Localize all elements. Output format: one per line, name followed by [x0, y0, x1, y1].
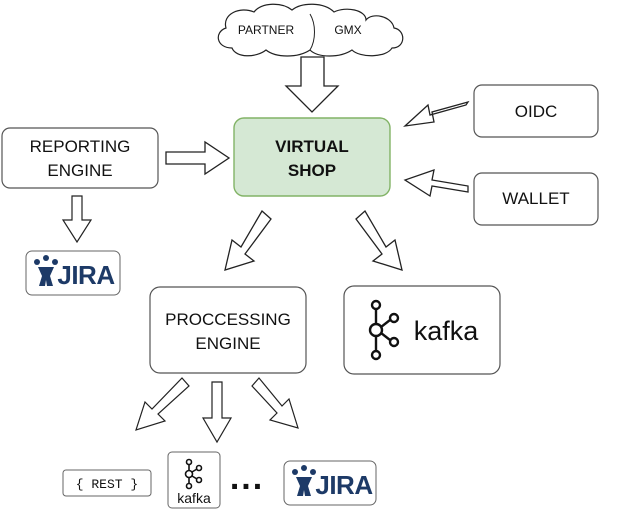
- rest-logo: { REST }: [62, 469, 152, 497]
- oidc-node: OIDC: [473, 84, 599, 138]
- arrow-icon: [251, 377, 299, 429]
- reporting-engine-line-1: REPORTING: [30, 137, 131, 156]
- partner-label: PARTNER: [238, 23, 295, 37]
- wallet-label: WALLET: [502, 189, 569, 208]
- arrow-icon: [135, 377, 190, 431]
- processing-engine-node: PROCCESSING ENGINE: [149, 286, 307, 374]
- kafka-small-logo: kafka: [167, 451, 221, 509]
- arrow-icon: [403, 169, 469, 198]
- jira-logo-bottom: JIRA: [283, 460, 377, 506]
- arrow-icon: [403, 100, 470, 127]
- wallet-node: WALLET: [473, 172, 599, 226]
- arrow-icon: [224, 209, 272, 271]
- partner-gmx-cloud: PARTNER GMX: [217, 3, 404, 57]
- arrow-icon: [61, 195, 93, 244]
- jira-bottom-label: JIRA: [315, 470, 373, 500]
- arrow-icon: [284, 56, 340, 113]
- kafka-small-label: kafka: [177, 490, 211, 506]
- jira-icon: [292, 465, 316, 496]
- kafka-node: kafka: [343, 285, 501, 375]
- kafka-icon: [368, 299, 400, 361]
- arrow-icon: [201, 381, 233, 444]
- processing-engine-line-2: ENGINE: [195, 334, 260, 353]
- virtual-shop-line-1: VIRTUAL: [275, 137, 349, 156]
- reporting-engine-line-2: ENGINE: [47, 161, 112, 180]
- gmx-label: GMX: [334, 23, 361, 37]
- jira-label: JIRA: [57, 260, 115, 290]
- arrow-icon: [165, 140, 231, 176]
- cloud-icon: [217, 3, 404, 57]
- jira-icon: [34, 255, 58, 286]
- kafka-label: kafka: [414, 316, 480, 346]
- kafka-icon: [184, 458, 203, 490]
- virtual-shop-node: VIRTUAL SHOP: [233, 117, 391, 197]
- arrow-icon: [355, 209, 403, 271]
- ellipsis: ...: [230, 459, 264, 497]
- rest-label: { REST }: [76, 477, 138, 492]
- jira-logo: JIRA: [25, 250, 121, 296]
- virtual-shop-line-2: SHOP: [288, 161, 336, 180]
- reporting-engine-node: REPORTING ENGINE: [1, 127, 159, 189]
- processing-engine-line-1: PROCCESSING: [165, 310, 291, 329]
- oidc-label: OIDC: [515, 102, 558, 121]
